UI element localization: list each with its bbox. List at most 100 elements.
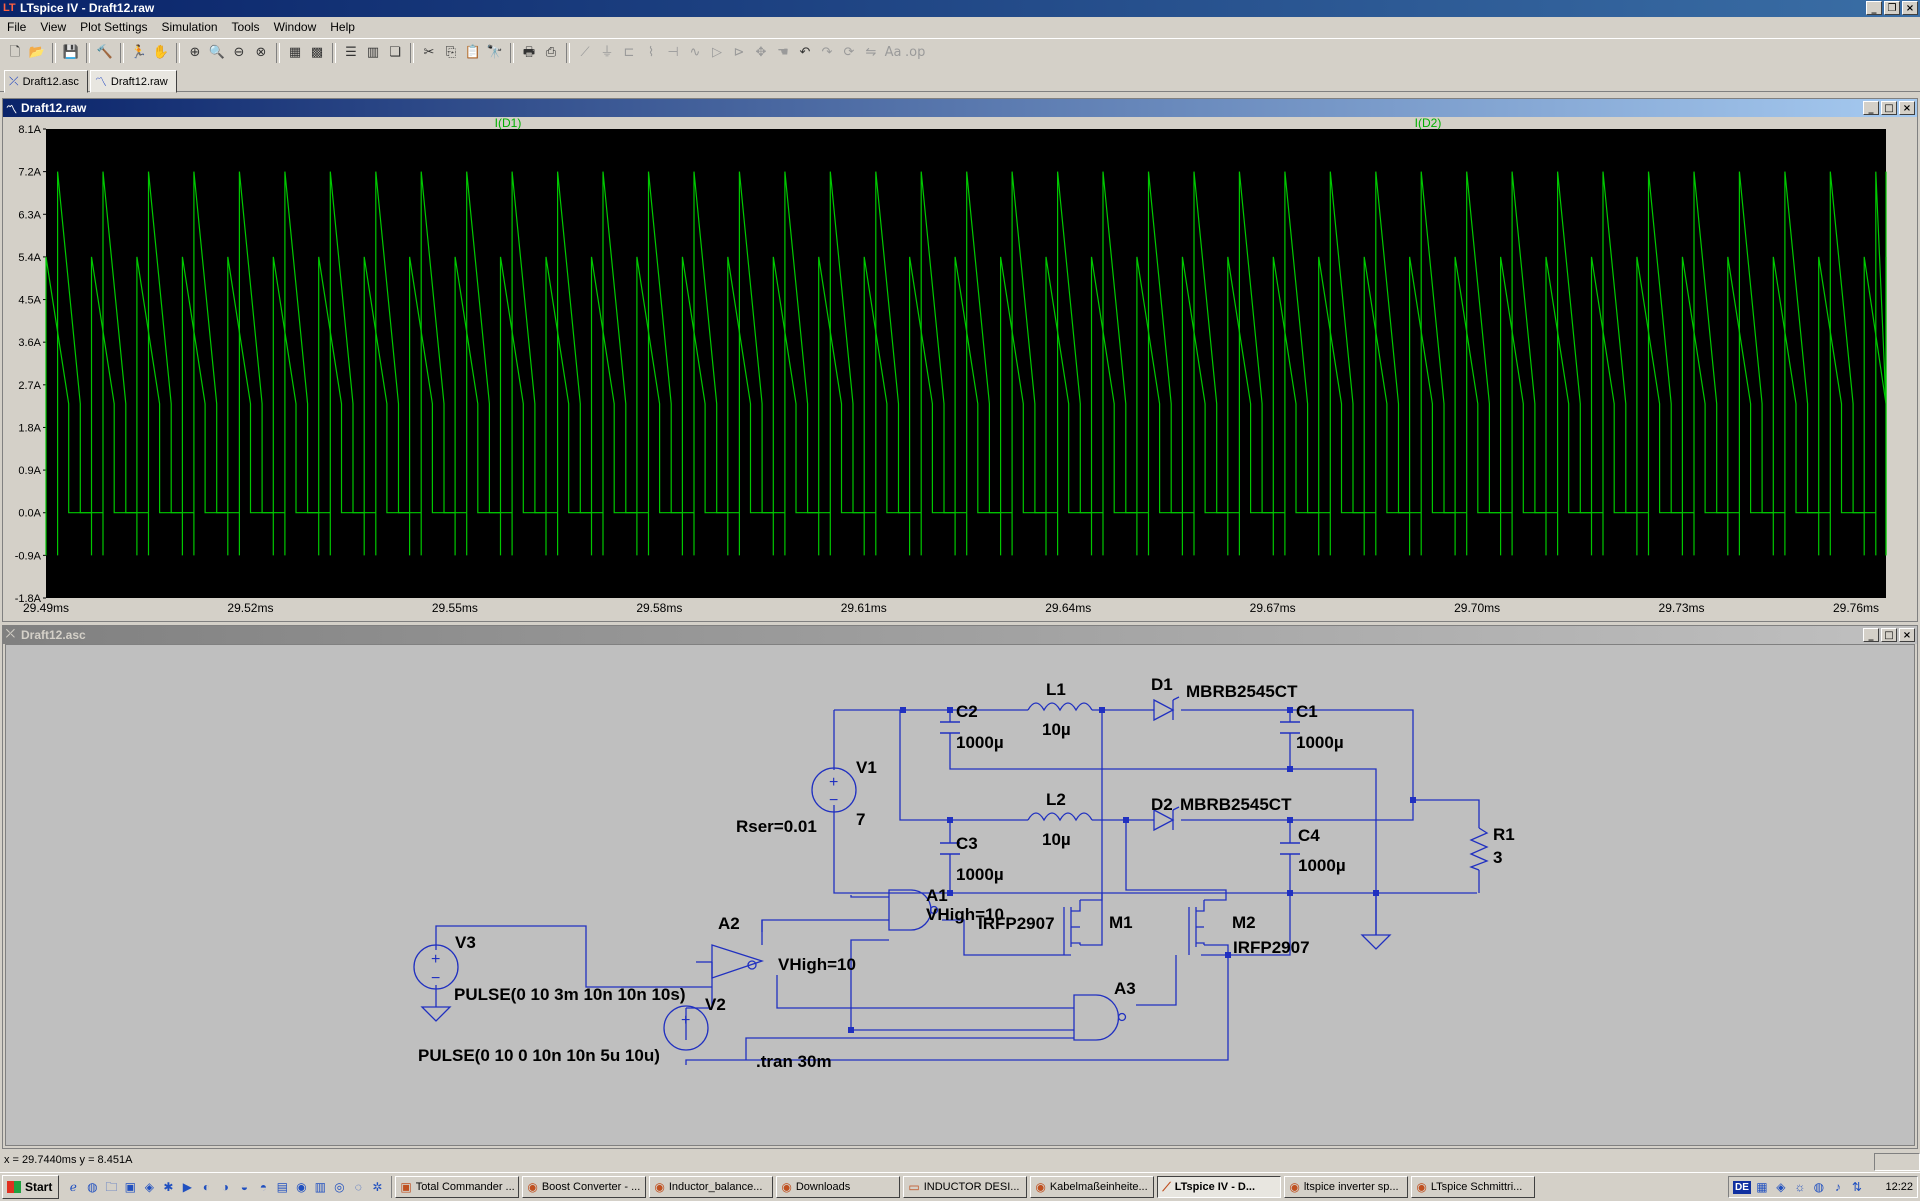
restore-button[interactable]: ❐ [1884, 1, 1900, 15]
inductor-l2[interactable] [1027, 812, 1093, 822]
print-icon[interactable]: ⎙ [545, 44, 557, 60]
inductor-l1[interactable] [1027, 702, 1093, 712]
tile-horizontal-icon[interactable]: ☰ [345, 44, 357, 60]
maximize-button[interactable]: □ [1881, 101, 1897, 115]
gate-a1[interactable] [888, 889, 939, 931]
zoom-fit-icon[interactable]: ⊗ [255, 44, 267, 60]
capacitor-c4[interactable] [1280, 842, 1300, 855]
capacitor-c3[interactable] [940, 842, 960, 855]
autorange-icon[interactable]: ▦ [288, 44, 302, 60]
browser-icon[interactable]: ◍ [87, 1180, 98, 1194]
zoom-rect-icon[interactable]: 🔍 [208, 44, 226, 60]
capacitor-icon[interactable]: ⊣ [667, 44, 679, 60]
app11-icon[interactable]: ✲ [372, 1180, 383, 1194]
folder-icon[interactable]: 🗀 [105, 1180, 118, 1194]
task-ltspice-schmitt[interactable]: ◉LTspice Schmittri... [1411, 1176, 1536, 1198]
menu-file[interactable]: File [7, 20, 27, 34]
minimize-button[interactable]: _ [1863, 101, 1879, 115]
tab-schematic[interactable]: ⤫ Draft12.asc [4, 70, 88, 93]
app10-icon[interactable]: ◌ [354, 1180, 362, 1194]
app8-icon[interactable]: ▥ [314, 1180, 327, 1194]
redo-icon[interactable]: ↷ [821, 44, 833, 60]
plot-window-titlebar[interactable]: 〽 Draft12.raw _ □ × [3, 99, 1917, 117]
tray-icon[interactable]: ☼ [1794, 1180, 1806, 1194]
cut-icon[interactable]: ✂ [423, 44, 435, 60]
undo-icon[interactable]: ↶ [799, 44, 811, 60]
wire-icon[interactable]: ⟋ [580, 44, 590, 60]
task-ltspice[interactable]: ⟋LTspice IV - D... [1157, 1176, 1282, 1198]
close-button[interactable]: × [1899, 101, 1915, 115]
menu-plot-settings[interactable]: Plot Settings [80, 20, 148, 34]
gate-a2[interactable] [711, 944, 765, 979]
task-inductor-design[interactable]: ▭INDUCTOR DESI... [903, 1176, 1028, 1198]
schematic-drawing[interactable]: + − + + − [6, 645, 1912, 1143]
control-panel-icon[interactable]: 🔨 [96, 44, 114, 60]
schematic-window-titlebar[interactable]: ⤫ Draft12.asc _ □ × [3, 626, 1917, 644]
v1-symbol[interactable]: + − [811, 767, 857, 813]
zoom-out-icon[interactable]: ⊖ [233, 44, 245, 60]
waveform-plot[interactable]: 8.1A7.2A6.3A5.4A4.5A3.6A2.7A1.8A0.9A0.0A… [3, 116, 1915, 619]
print-setup-icon[interactable]: 🖶 [522, 44, 536, 60]
gate-a3[interactable] [1073, 994, 1127, 1041]
paste-icon[interactable]: 📋 [464, 44, 482, 60]
inductor-icon[interactable]: ∿ [689, 44, 701, 60]
spice-directive-icon[interactable]: .op [905, 44, 926, 60]
label-icon[interactable]: ⊏ [623, 44, 635, 60]
app2-icon[interactable]: ◐ [202, 1180, 210, 1194]
zoom-in-icon[interactable]: ⊕ [189, 44, 201, 60]
network-icon[interactable]: ⇅ [1851, 1180, 1862, 1194]
menu-view[interactable]: View [40, 20, 67, 34]
diode-d2[interactable] [1153, 806, 1180, 832]
menu-help[interactable]: Help [330, 20, 355, 34]
diode-icon[interactable]: ▷ [712, 44, 722, 60]
v3-symbol[interactable]: + − [413, 944, 459, 990]
find-icon[interactable]: 🔭 [486, 44, 504, 60]
app5-icon[interactable]: ◓ [259, 1180, 267, 1194]
app9-icon[interactable]: ◎ [334, 1180, 345, 1194]
task-ltspice-inverter[interactable]: ◉ltspice inverter sp... [1284, 1176, 1409, 1198]
run-icon[interactable]: 🏃 [130, 44, 148, 60]
tab-waveform[interactable]: 〽 Draft12.raw [89, 70, 177, 93]
task-downloads[interactable]: ◉Downloads [776, 1176, 901, 1198]
mosfet-m1[interactable] [1063, 900, 1081, 955]
halt-icon[interactable]: ✋ [152, 44, 170, 60]
media-icon[interactable]: ▶ [182, 1180, 192, 1194]
capacitor-c2[interactable] [940, 721, 960, 734]
start-button[interactable]: Start [2, 1175, 60, 1199]
rotate-icon[interactable]: ⟳ [843, 44, 855, 60]
move-icon[interactable]: ✥ [755, 44, 767, 60]
save-icon[interactable]: 💾 [62, 44, 80, 60]
v2-symbol[interactable]: + [663, 1005, 709, 1051]
app-icon[interactable]: ◈ [144, 1180, 154, 1194]
task-kabel[interactable]: ◉Kabelmaßeinheite... [1030, 1176, 1155, 1198]
task-firefox-boost[interactable]: ◉Boost Converter - ... [522, 1176, 647, 1198]
tray-icon[interactable]: ▦ [1756, 1180, 1768, 1194]
menu-tools[interactable]: Tools [231, 20, 260, 34]
cascade-icon[interactable]: ❏ [389, 44, 401, 60]
mirror-icon[interactable]: ⇋ [865, 44, 877, 60]
disk-icon[interactable]: ▣ [124, 1180, 137, 1194]
tray-icon[interactable]: ◈ [1776, 1180, 1786, 1194]
close-button[interactable]: × [1902, 1, 1918, 15]
open-icon[interactable]: 📂 [28, 44, 46, 60]
menu-window[interactable]: Window [273, 20, 317, 34]
close-button[interactable]: × [1899, 628, 1915, 642]
app6-icon[interactable]: ▤ [276, 1180, 289, 1194]
resistor-r1[interactable] [1469, 827, 1489, 871]
text-icon[interactable]: Aa [884, 44, 902, 60]
ie-icon[interactable]: ℯ [69, 1180, 77, 1194]
language-indicator[interactable]: DE [1733, 1180, 1751, 1194]
component-icon[interactable]: ⊳ [733, 44, 745, 60]
diode-d1[interactable] [1153, 696, 1180, 722]
minimize-button[interactable]: _ [1866, 1, 1882, 15]
schematic-canvas[interactable]: + − + + − [5, 644, 1915, 1146]
minimize-button[interactable]: _ [1863, 628, 1879, 642]
maximize-button[interactable]: □ [1881, 628, 1897, 642]
copy-icon[interactable]: ⎘ [445, 44, 457, 60]
tile-vertical-icon[interactable]: ▥ [366, 44, 380, 60]
new-schematic-icon[interactable]: 🗋 [9, 44, 21, 60]
app3-icon[interactable]: ◑ [221, 1180, 229, 1194]
tool-icon[interactable]: ✱ [163, 1180, 174, 1194]
capacitor-c1[interactable] [1280, 721, 1300, 734]
